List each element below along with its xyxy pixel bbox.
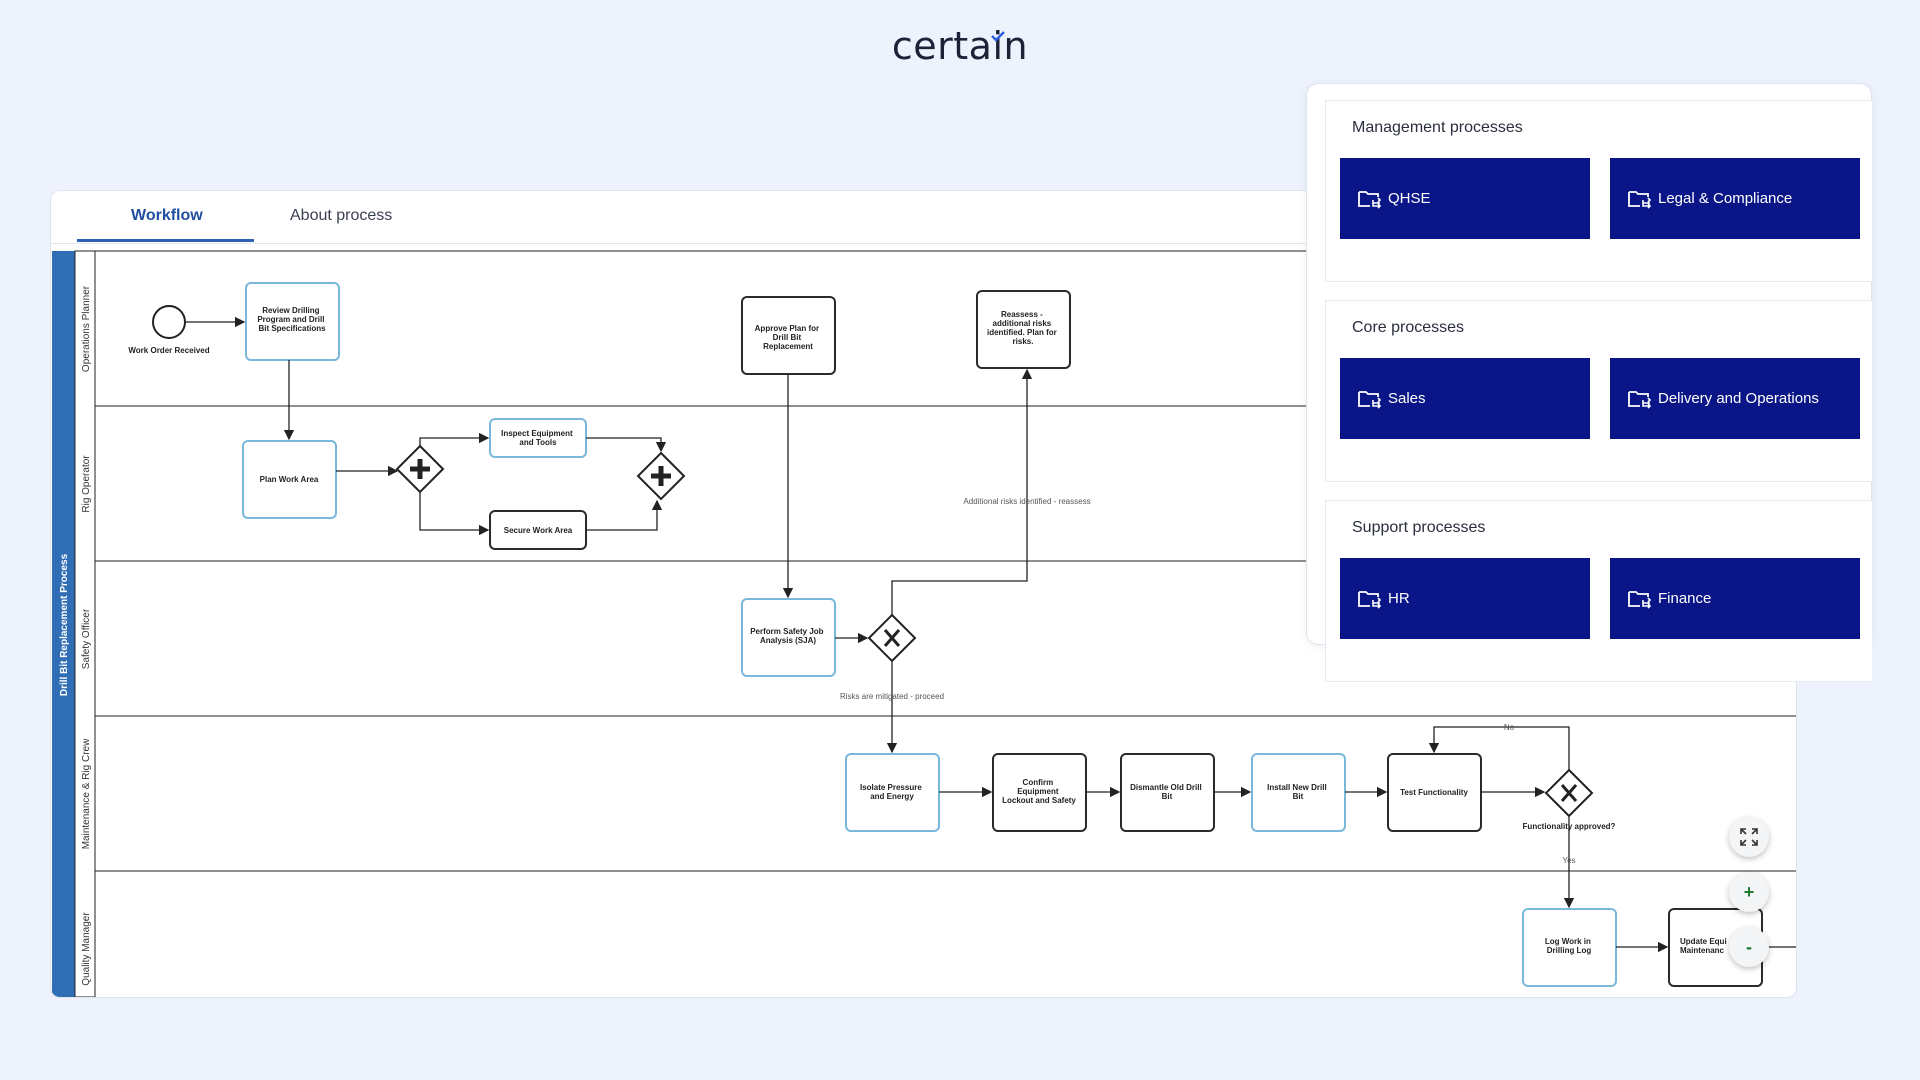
process-button-label: Legal & Compliance [1658,190,1793,207]
zoom-out-button[interactable]: - [1729,927,1769,967]
task-label: Review Drilling Program and Drill Bit Sp… [257,306,326,333]
management-processes-section: Management processes QHSE Legal & Compli… [1325,100,1872,282]
task-label: Plan Work Area [260,475,319,484]
task-update-equipment-maintenance[interactable]: Update Equi Maintenanc [1668,908,1763,987]
process-button-sales[interactable]: Sales [1340,358,1590,439]
logo-wordmark: certain [891,24,1029,68]
process-button-delivery-operations[interactable]: Delivery and Operations [1610,358,1860,439]
folder-tree-icon [1628,390,1652,409]
task-label: Log Work in Drilling Log [1545,937,1593,955]
gateway-question-label: Functionality approved? [1523,822,1616,831]
folder-tree-icon [1628,190,1652,209]
folder-tree-icon [1628,590,1652,609]
exclusive-gateway-risk[interactable] [867,613,917,663]
folder-tree-icon [1358,390,1382,409]
pool-title: Drill Bit Replacement Process [59,553,70,696]
active-tab-indicator [77,239,254,242]
pool-band [52,251,75,997]
section-title: Management processes [1352,119,1523,136]
task-label: Perform Safety Job Analysis (SJA) [750,627,826,645]
task-reassess-risks[interactable]: Reassess - additional risks identified. … [976,290,1071,369]
lane-label-quality-manager: Quality Manager [81,912,92,986]
folder-tree-icon [1358,190,1382,209]
task-perform-safety-job-analysis[interactable]: Perform Safety Job Analysis (SJA) [741,598,836,677]
task-label: Isolate Pressure and Energy [860,783,924,801]
lane-label-maintenance-rig-crew: Maintenance & Rig Crew [81,738,92,849]
task-approve-plan[interactable]: Approve Plan for Drill Bit Replacement [741,296,836,375]
task-label: Confirm Equipment Lockout and Safety [1002,778,1076,805]
process-button-qhse[interactable]: QHSE [1340,158,1590,239]
sequence-flows [185,316,1796,953]
task-label: Install New Drill Bit [1267,783,1329,801]
core-processes-section: Core processes Sales Delivery and Operat… [1325,300,1872,482]
zoom-in-button[interactable]: + [1729,872,1769,912]
task-label: Inspect Equipment and Tools [501,429,575,447]
task-secure-work-area[interactable]: Secure Work Area [489,510,587,550]
task-test-functionality[interactable]: Test Functionality [1387,753,1482,832]
flow-label-no: No [1504,723,1515,732]
check-icon [991,31,1005,42]
task-label: Dismantle Old Drill Bit [1130,783,1204,801]
start-event[interactable] [152,305,186,339]
task-dismantle-old-bit[interactable]: Dismantle Old Drill Bit [1120,753,1215,832]
flow-label-proceed: Risks are mitigated - proceed [840,692,944,701]
tab-workflow[interactable]: Workflow [131,207,203,224]
task-plan-work-area[interactable]: Plan Work Area [242,440,337,519]
process-button-hr[interactable]: HR [1340,558,1590,639]
start-event-label: Work Order Received [128,346,209,355]
exclusive-gateway-functionality[interactable] [1544,768,1594,818]
task-label: Test Functionality [1400,788,1468,797]
process-button-label: Sales [1388,390,1426,407]
process-button-finance[interactable]: Finance [1610,558,1860,639]
task-confirm-lockout[interactable]: Confirm Equipment Lockout and Safety [992,753,1087,832]
task-label: Reassess - additional risks identified. … [987,310,1059,346]
flow-label-yes: Yes [1562,856,1575,865]
section-title: Support processes [1352,519,1486,536]
task-isolate-pressure[interactable]: Isolate Pressure and Energy [845,753,940,832]
section-title: Core processes [1352,319,1465,336]
task-review-drilling-program[interactable]: Review Drilling Program and Drill Bit Sp… [245,282,340,361]
lane-label-rig-operator: Rig Operator [81,455,92,513]
task-label: Approve Plan for Drill Bit Replacement [755,324,822,351]
lane-header-column [74,250,96,997]
process-map-panel: Management processes QHSE Legal & Compli… [1306,83,1872,682]
bpmn-diagram: Drill Bit Replacement Process Operations… [52,250,1796,997]
lane-label-safety-officer: Safety Officer [81,608,92,669]
process-button-label: Finance [1658,590,1712,607]
lane-label-operations-planner: Operations Planner [81,285,92,372]
certain-logo: certain [0,24,1920,68]
process-button-label: HR [1388,590,1410,607]
process-button-legal-compliance[interactable]: Legal & Compliance [1610,158,1860,239]
tab-bar: Workflow About process [51,191,1796,244]
task-inspect-equipment[interactable]: Inspect Equipment and Tools [489,418,587,458]
folder-tree-icon [1358,590,1382,609]
task-label: Update Equi Maintenanc [1680,937,1729,955]
task-install-new-bit[interactable]: Install New Drill Bit [1251,753,1346,832]
parallel-gateway-split[interactable] [395,444,445,494]
task-label: Secure Work Area [504,526,573,535]
task-log-work[interactable]: Log Work in Drilling Log [1522,908,1617,987]
tab-about-process[interactable]: About process [290,207,393,224]
expand-button[interactable] [1729,817,1769,857]
process-button-label: Delivery and Operations [1658,390,1819,407]
flow-label-reassess: Additional risks identified - reassess [963,497,1090,506]
parallel-gateway-join[interactable] [636,451,686,501]
process-button-label: QHSE [1388,190,1431,207]
support-processes-section: Support processes HR Finance [1325,500,1872,682]
expand-icon [1740,828,1758,846]
